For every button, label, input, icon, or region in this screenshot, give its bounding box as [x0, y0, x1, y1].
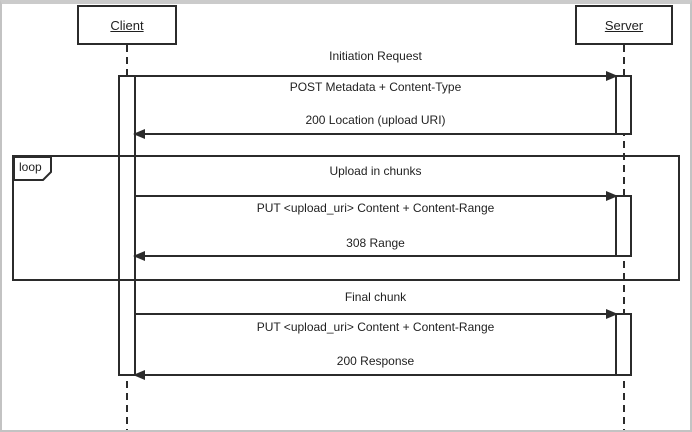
- actor-box-server: Server: [575, 5, 673, 45]
- message-label-post-metadata: POST Metadata + Content-Type: [289, 80, 462, 94]
- arrowhead-right-icon: [606, 191, 618, 201]
- actor-label-server: Server: [604, 17, 644, 33]
- loop-operator-label: loop: [19, 160, 42, 174]
- arrowhead-right-icon: [606, 309, 618, 319]
- message-label-200-response: 200 Response: [336, 354, 415, 368]
- message-arrow-200-response: [133, 370, 616, 380]
- section-title-initiation: Initiation Request: [329, 49, 422, 63]
- actor-box-client: Client: [77, 5, 177, 45]
- message-label-200-location: 200 Location (upload URI): [305, 113, 446, 127]
- server-activation-bar-loop: [615, 195, 632, 257]
- loop-tab-pentagon-icon: [14, 157, 52, 181]
- message-arrow-200-location: [133, 129, 616, 139]
- arrowhead-right-icon: [606, 71, 618, 81]
- message-arrow-put-chunk: [135, 191, 618, 201]
- arrowhead-left-icon: [133, 251, 145, 261]
- message-arrow-post-metadata: [135, 71, 618, 81]
- actor-label-client: Client: [110, 17, 144, 33]
- section-title-final-chunk: Final chunk: [344, 290, 407, 304]
- message-arrow-308-range: [133, 251, 616, 261]
- arrowhead-left-icon: [133, 129, 145, 139]
- server-activation-bar-initiation: [615, 75, 632, 135]
- message-arrow-put-final-chunk: [135, 309, 618, 319]
- client-activation-bar: [118, 75, 136, 376]
- message-label-put-chunk: PUT <upload_uri> Content + Content-Range: [256, 201, 495, 215]
- message-label-308-range: 308 Range: [346, 236, 405, 250]
- server-activation-bar-final: [615, 313, 632, 376]
- message-label-put-final-chunk: PUT <upload_uri> Content + Content-Range: [256, 320, 495, 334]
- section-title-upload-chunks: Upload in chunks: [329, 164, 422, 178]
- loop-fragment-tab: loop: [14, 157, 54, 182]
- arrowhead-left-icon: [133, 370, 145, 380]
